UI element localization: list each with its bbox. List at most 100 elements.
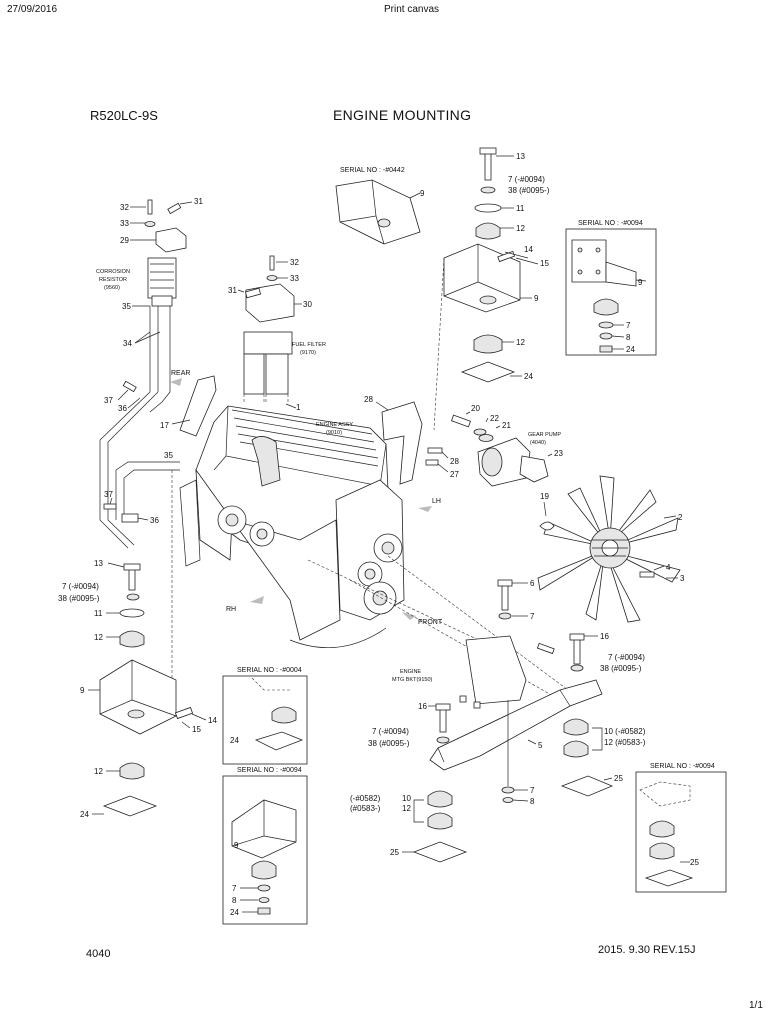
svg-text:5: 5	[538, 741, 543, 750]
svg-text:12: 12	[402, 804, 411, 813]
svg-text:(#0583-): (#0583-)	[350, 804, 381, 813]
svg-text:(-#0582): (-#0582)	[350, 794, 381, 803]
svg-text:11: 11	[94, 609, 103, 618]
bracket-0442	[335, 179, 421, 245]
svg-text:30: 30	[303, 300, 312, 309]
svg-text:24: 24	[230, 908, 239, 917]
svg-text:34: 34	[123, 339, 132, 348]
svg-text:(9170): (9170)	[300, 350, 316, 356]
serial-0442-label: SERIAL NO : -#0442	[340, 167, 405, 174]
svg-text:20: 20	[471, 404, 480, 413]
svg-text:8: 8	[530, 797, 535, 806]
fan	[537, 475, 681, 623]
serial-0094-top-box	[565, 228, 657, 356]
svg-text:15: 15	[192, 725, 201, 734]
serial-0094-right-box	[635, 771, 727, 893]
svg-text:25: 25	[614, 774, 623, 783]
svg-text:31: 31	[228, 286, 237, 295]
fuel-filter	[243, 255, 295, 402]
svg-text:19: 19	[540, 492, 549, 501]
svg-text:36: 36	[118, 404, 127, 413]
svg-text:(9560): (9560)	[104, 285, 120, 291]
svg-text:16: 16	[600, 632, 609, 641]
page-title: ENGINE MOUNTING	[333, 107, 472, 123]
svg-text:29: 29	[120, 236, 129, 245]
model-number: R520LC-9S	[90, 108, 158, 123]
svg-text:24: 24	[626, 345, 635, 354]
svg-text:CORROSION: CORROSION	[96, 269, 130, 275]
svg-text:36: 36	[150, 516, 159, 525]
serial-0004-box	[222, 675, 308, 765]
svg-text:10: 10	[402, 794, 411, 803]
svg-text:32: 32	[290, 258, 299, 267]
serial-0094-top-label: SERIAL NO : -#0094	[578, 220, 643, 227]
svg-text:SERIAL NO : -#0004: SERIAL NO : -#0004	[237, 667, 302, 674]
svg-text:ENGINE ASSY: ENGINE ASSY	[316, 422, 353, 428]
front-mount-bracket	[429, 635, 603, 771]
svg-text:1: 1	[296, 403, 301, 412]
svg-text:38 (#0095-): 38 (#0095-)	[368, 739, 410, 748]
svg-text:24: 24	[524, 372, 533, 381]
top-mount-stack	[474, 147, 502, 240]
svg-text:9: 9	[80, 686, 85, 695]
svg-text:38 (#0095-): 38 (#0095-)	[58, 594, 100, 603]
svg-text:RESISTOR: RESISTOR	[99, 277, 127, 283]
svg-text:25: 25	[690, 858, 699, 867]
note-top-7: 7 (-#0094)	[508, 175, 545, 184]
svg-text:24: 24	[230, 736, 239, 745]
svg-text:9: 9	[534, 294, 539, 303]
gear-pump	[451, 414, 549, 487]
left-bolt	[128, 567, 136, 591]
svg-text:REAR: REAR	[171, 370, 190, 377]
svg-text:GEAR PUMP: GEAR PUMP	[528, 432, 561, 438]
svg-text:21: 21	[502, 421, 511, 430]
svg-text:14: 14	[524, 245, 533, 254]
svg-text:8: 8	[232, 896, 237, 905]
svg-text:38 (#0095-): 38 (#0095-)	[600, 664, 642, 673]
svg-text:7: 7	[232, 884, 237, 893]
svg-text:28: 28	[450, 457, 459, 466]
svg-text:10 (-#0582): 10 (-#0582)	[604, 727, 646, 736]
corrosion-resistor	[144, 199, 187, 392]
svg-text:7 (-#0094): 7 (-#0094)	[608, 653, 645, 662]
svg-text:23: 23	[554, 449, 563, 458]
svg-text:12: 12	[516, 338, 525, 347]
svg-text:8: 8	[626, 333, 631, 342]
svg-text:15: 15	[540, 259, 549, 268]
revision: 2015. 9.30 REV.15J	[598, 944, 696, 956]
svg-text:33: 33	[290, 274, 299, 283]
svg-text:31: 31	[194, 197, 203, 206]
svg-text:SERIAL NO : -#0094: SERIAL NO : -#0094	[237, 767, 302, 774]
print-date: 27/09/2016	[7, 4, 58, 15]
svg-text:28: 28	[364, 395, 373, 404]
svg-text:16: 16	[418, 702, 427, 711]
svg-text:35: 35	[122, 302, 131, 311]
svg-text:FRONT: FRONT	[418, 619, 443, 626]
svg-text:(9010): (9010)	[326, 430, 342, 436]
svg-text:37: 37	[104, 396, 113, 405]
svg-text:32: 32	[120, 203, 129, 212]
svg-text:FUEL FILTER: FUEL FILTER	[292, 342, 326, 348]
svg-text:SERIAL NO : -#0094: SERIAL NO : -#0094	[650, 763, 715, 770]
svg-text:12 (#0583-): 12 (#0583-)	[604, 738, 646, 747]
svg-text:ENGINE: ENGINE	[400, 669, 421, 675]
svg-text:12: 12	[516, 224, 525, 233]
svg-text:11: 11	[516, 204, 525, 213]
serial-0094-mid-box	[222, 775, 308, 925]
svg-text:7: 7	[530, 612, 535, 621]
svg-text:25: 25	[390, 848, 399, 857]
svg-text:RH: RH	[226, 606, 236, 613]
svg-text:12: 12	[94, 633, 103, 642]
svg-text:33: 33	[120, 219, 129, 228]
svg-text:LH: LH	[432, 498, 441, 505]
svg-text:7 (-#0094): 7 (-#0094)	[372, 727, 409, 736]
svg-text:7: 7	[626, 321, 631, 330]
bracket-17	[179, 375, 217, 437]
svg-text:MTG BKT(9150): MTG BKT(9150)	[392, 677, 433, 683]
svg-text:6: 6	[530, 579, 535, 588]
svg-text:14: 14	[208, 716, 217, 725]
svg-text:9: 9	[420, 189, 425, 198]
engine-assy	[179, 405, 405, 649]
svg-text:22: 22	[490, 414, 499, 423]
